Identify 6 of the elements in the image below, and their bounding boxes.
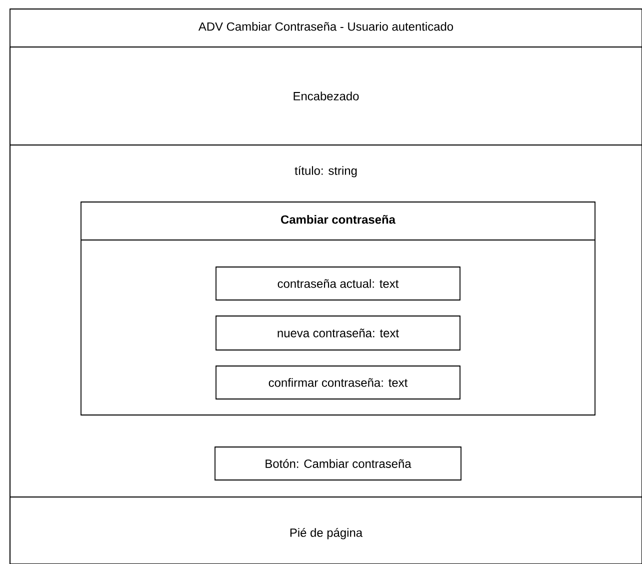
page-section: Pié de página (10, 496, 642, 564)
input-field: contraseña actual: text (216, 266, 460, 300)
button: Botón: Cambiar contraseña (214, 446, 462, 480)
input-field: confirmar contraseña: text (216, 366, 460, 400)
page-section: Encabezado (10, 46, 642, 146)
input-field: nueva contraseña: text (216, 316, 460, 350)
